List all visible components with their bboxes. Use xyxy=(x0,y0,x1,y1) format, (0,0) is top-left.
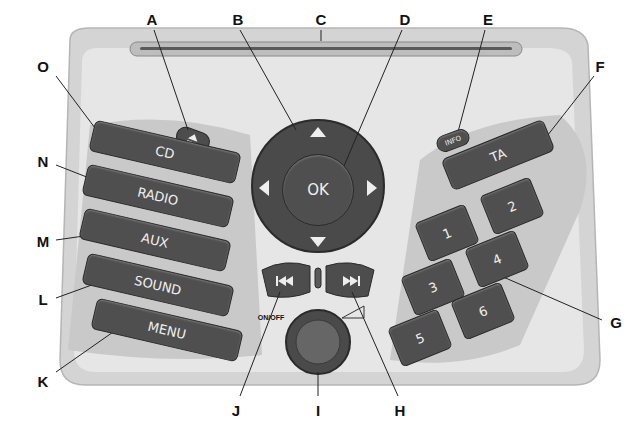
button-text: SOUND xyxy=(133,272,183,297)
callout-letter: I xyxy=(316,403,320,418)
callout-letter: L xyxy=(38,292,47,307)
volume-knob-cap xyxy=(296,320,340,364)
volume-knob xyxy=(286,310,350,374)
preset-button: 2 xyxy=(479,176,545,235)
arrow-down xyxy=(310,237,326,247)
button-text: CD xyxy=(154,143,176,162)
panel-face xyxy=(74,48,584,372)
callout-letter: F xyxy=(595,59,604,74)
button-text: 2 xyxy=(505,197,518,214)
button-text: RADIO xyxy=(136,184,180,208)
cd-slot-opening xyxy=(140,47,512,50)
seek-forward-button xyxy=(326,263,374,298)
arrow-left xyxy=(259,180,269,196)
button-text: 6 xyxy=(476,302,489,319)
button-text: AUX xyxy=(140,230,170,251)
callout-letter: K xyxy=(38,374,49,389)
callout-letter: H xyxy=(395,403,406,418)
button-text: INFO xyxy=(444,133,463,146)
navigation-ring xyxy=(252,120,384,252)
callout-letter: N xyxy=(38,154,49,169)
callout-letter: J xyxy=(232,403,240,418)
button-text: OK xyxy=(307,181,329,199)
button-text: 1 xyxy=(440,224,453,241)
callout-letter: A xyxy=(147,12,158,27)
button-text: 4 xyxy=(490,250,503,267)
arrow-up xyxy=(310,127,326,137)
button-text: MENU xyxy=(146,318,187,341)
divider xyxy=(315,268,321,288)
cd-slot xyxy=(130,42,522,56)
button-text: TA xyxy=(488,145,508,165)
preset-button: 5 xyxy=(387,308,453,367)
leader-lines xyxy=(56,30,602,396)
power-label: ON/OFF xyxy=(258,314,284,321)
seek-back-button xyxy=(262,263,310,298)
button-text: 5 xyxy=(413,329,426,346)
callout-letter: G xyxy=(610,315,622,330)
callout-letter: M xyxy=(37,234,50,249)
callout-letter: C xyxy=(316,12,327,27)
ok-button: OK xyxy=(282,154,354,226)
panel-frame xyxy=(60,28,600,385)
callout-letter: E xyxy=(483,12,493,27)
button-text: 3 xyxy=(426,278,439,295)
callout-letter: O xyxy=(37,59,49,74)
callout-letter: D xyxy=(400,12,411,27)
callout-letter: B xyxy=(233,12,244,27)
arrow-right xyxy=(367,180,377,196)
